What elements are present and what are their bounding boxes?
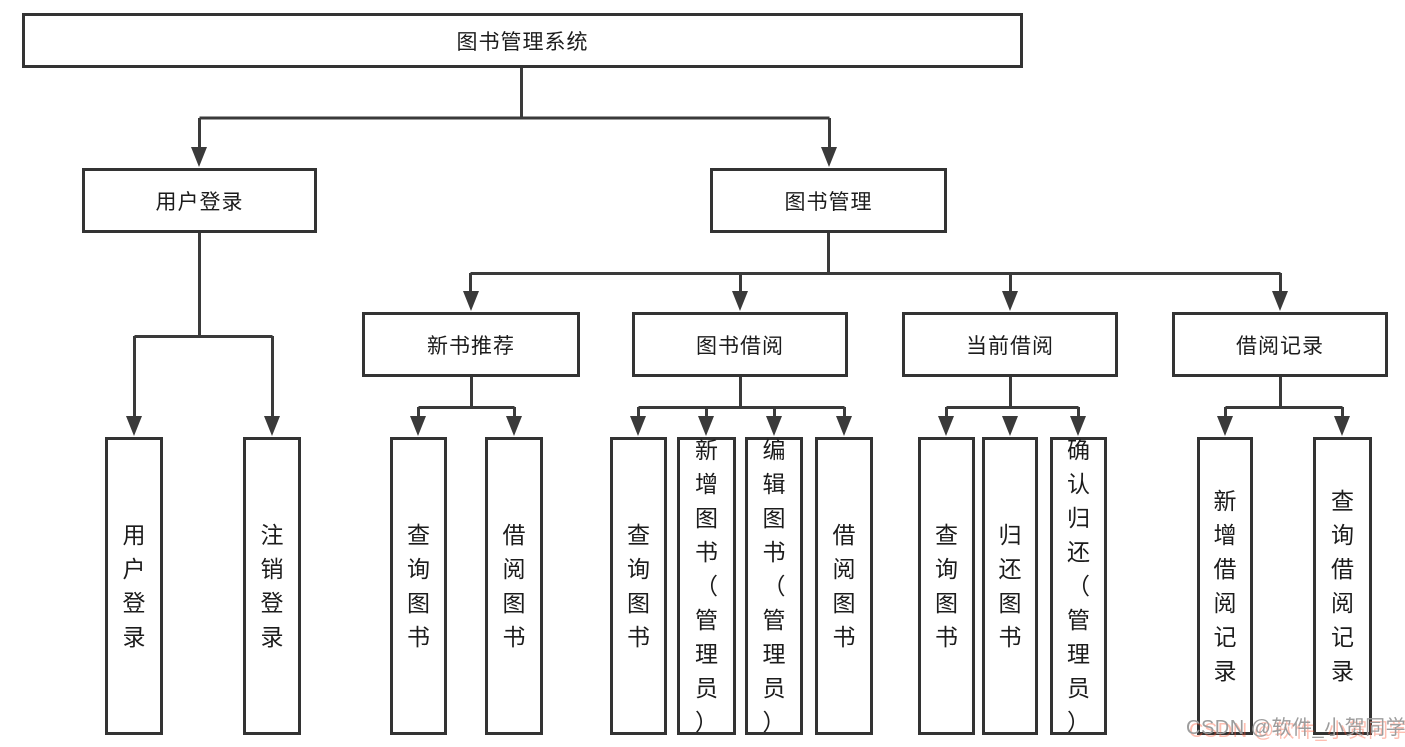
leaf-label: 新增图书（管理员）	[695, 437, 718, 735]
leaf-label: 确认归还（管理员）	[1067, 437, 1090, 735]
leaf-borrow-book-recommend: 借阅图书	[485, 437, 543, 735]
node-label: 图书管理	[784, 190, 873, 214]
leaf-logout-login: 注销登录	[243, 437, 301, 735]
leaf-return-book: 归还图书	[982, 437, 1038, 735]
node-book-management-system: 图书管理系统	[22, 13, 1023, 68]
node-label: 新书推荐	[427, 334, 515, 358]
leaf-label: 查询图书	[627, 522, 650, 650]
leaf-label: 归还图书	[998, 522, 1022, 650]
node-label: 借阅记录	[1236, 334, 1324, 358]
leaf-confirm-return-admin: 确认归还（管理员）	[1050, 437, 1107, 735]
leaf-add-borrow-record: 新增借阅记录	[1197, 437, 1253, 735]
leaf-query-book-recommend: 查询图书	[390, 437, 447, 735]
node-label: 图书管理系统	[456, 30, 589, 54]
node-label: 当前借阅	[966, 334, 1054, 358]
leaf-borrow-book: 借阅图书	[815, 437, 873, 735]
watermark: CSDN @软件_小贺同学	[1186, 717, 1405, 739]
leaf-label: 用户登录	[122, 522, 146, 650]
leaf-query-book-borrow: 查询图书	[610, 437, 667, 735]
node-new-book-recommend: 新书推荐	[362, 312, 580, 377]
node-book-management: 图书管理	[710, 168, 947, 233]
node-book-borrow: 图书借阅	[632, 312, 848, 377]
leaf-label: 查询图书	[407, 522, 430, 650]
node-borrow-records: 借阅记录	[1172, 312, 1388, 377]
leaf-edit-book-admin: 编辑图书（管理员）	[745, 437, 803, 735]
leaf-label: 查询借阅记录	[1331, 488, 1354, 684]
leaf-label: 注销登录	[260, 522, 284, 650]
node-current-borrow: 当前借阅	[902, 312, 1118, 377]
leaf-label: 编辑图书（管理员）	[762, 437, 786, 735]
leaf-label: 新增借阅记录	[1213, 488, 1237, 684]
leaf-label: 借阅图书	[502, 522, 526, 650]
leaf-user-login: 用户登录	[105, 437, 163, 735]
node-label: 图书借阅	[696, 334, 784, 358]
leaf-label: 借阅图书	[832, 522, 856, 650]
leaf-query-book-current: 查询图书	[918, 437, 975, 735]
leaf-label: 查询图书	[935, 522, 958, 650]
node-user-login: 用户登录	[82, 168, 317, 233]
node-label: 用户登录	[155, 190, 244, 214]
leaf-add-book-admin: 新增图书（管理员）	[677, 437, 736, 735]
leaf-query-borrow-record: 查询借阅记录	[1313, 437, 1372, 735]
